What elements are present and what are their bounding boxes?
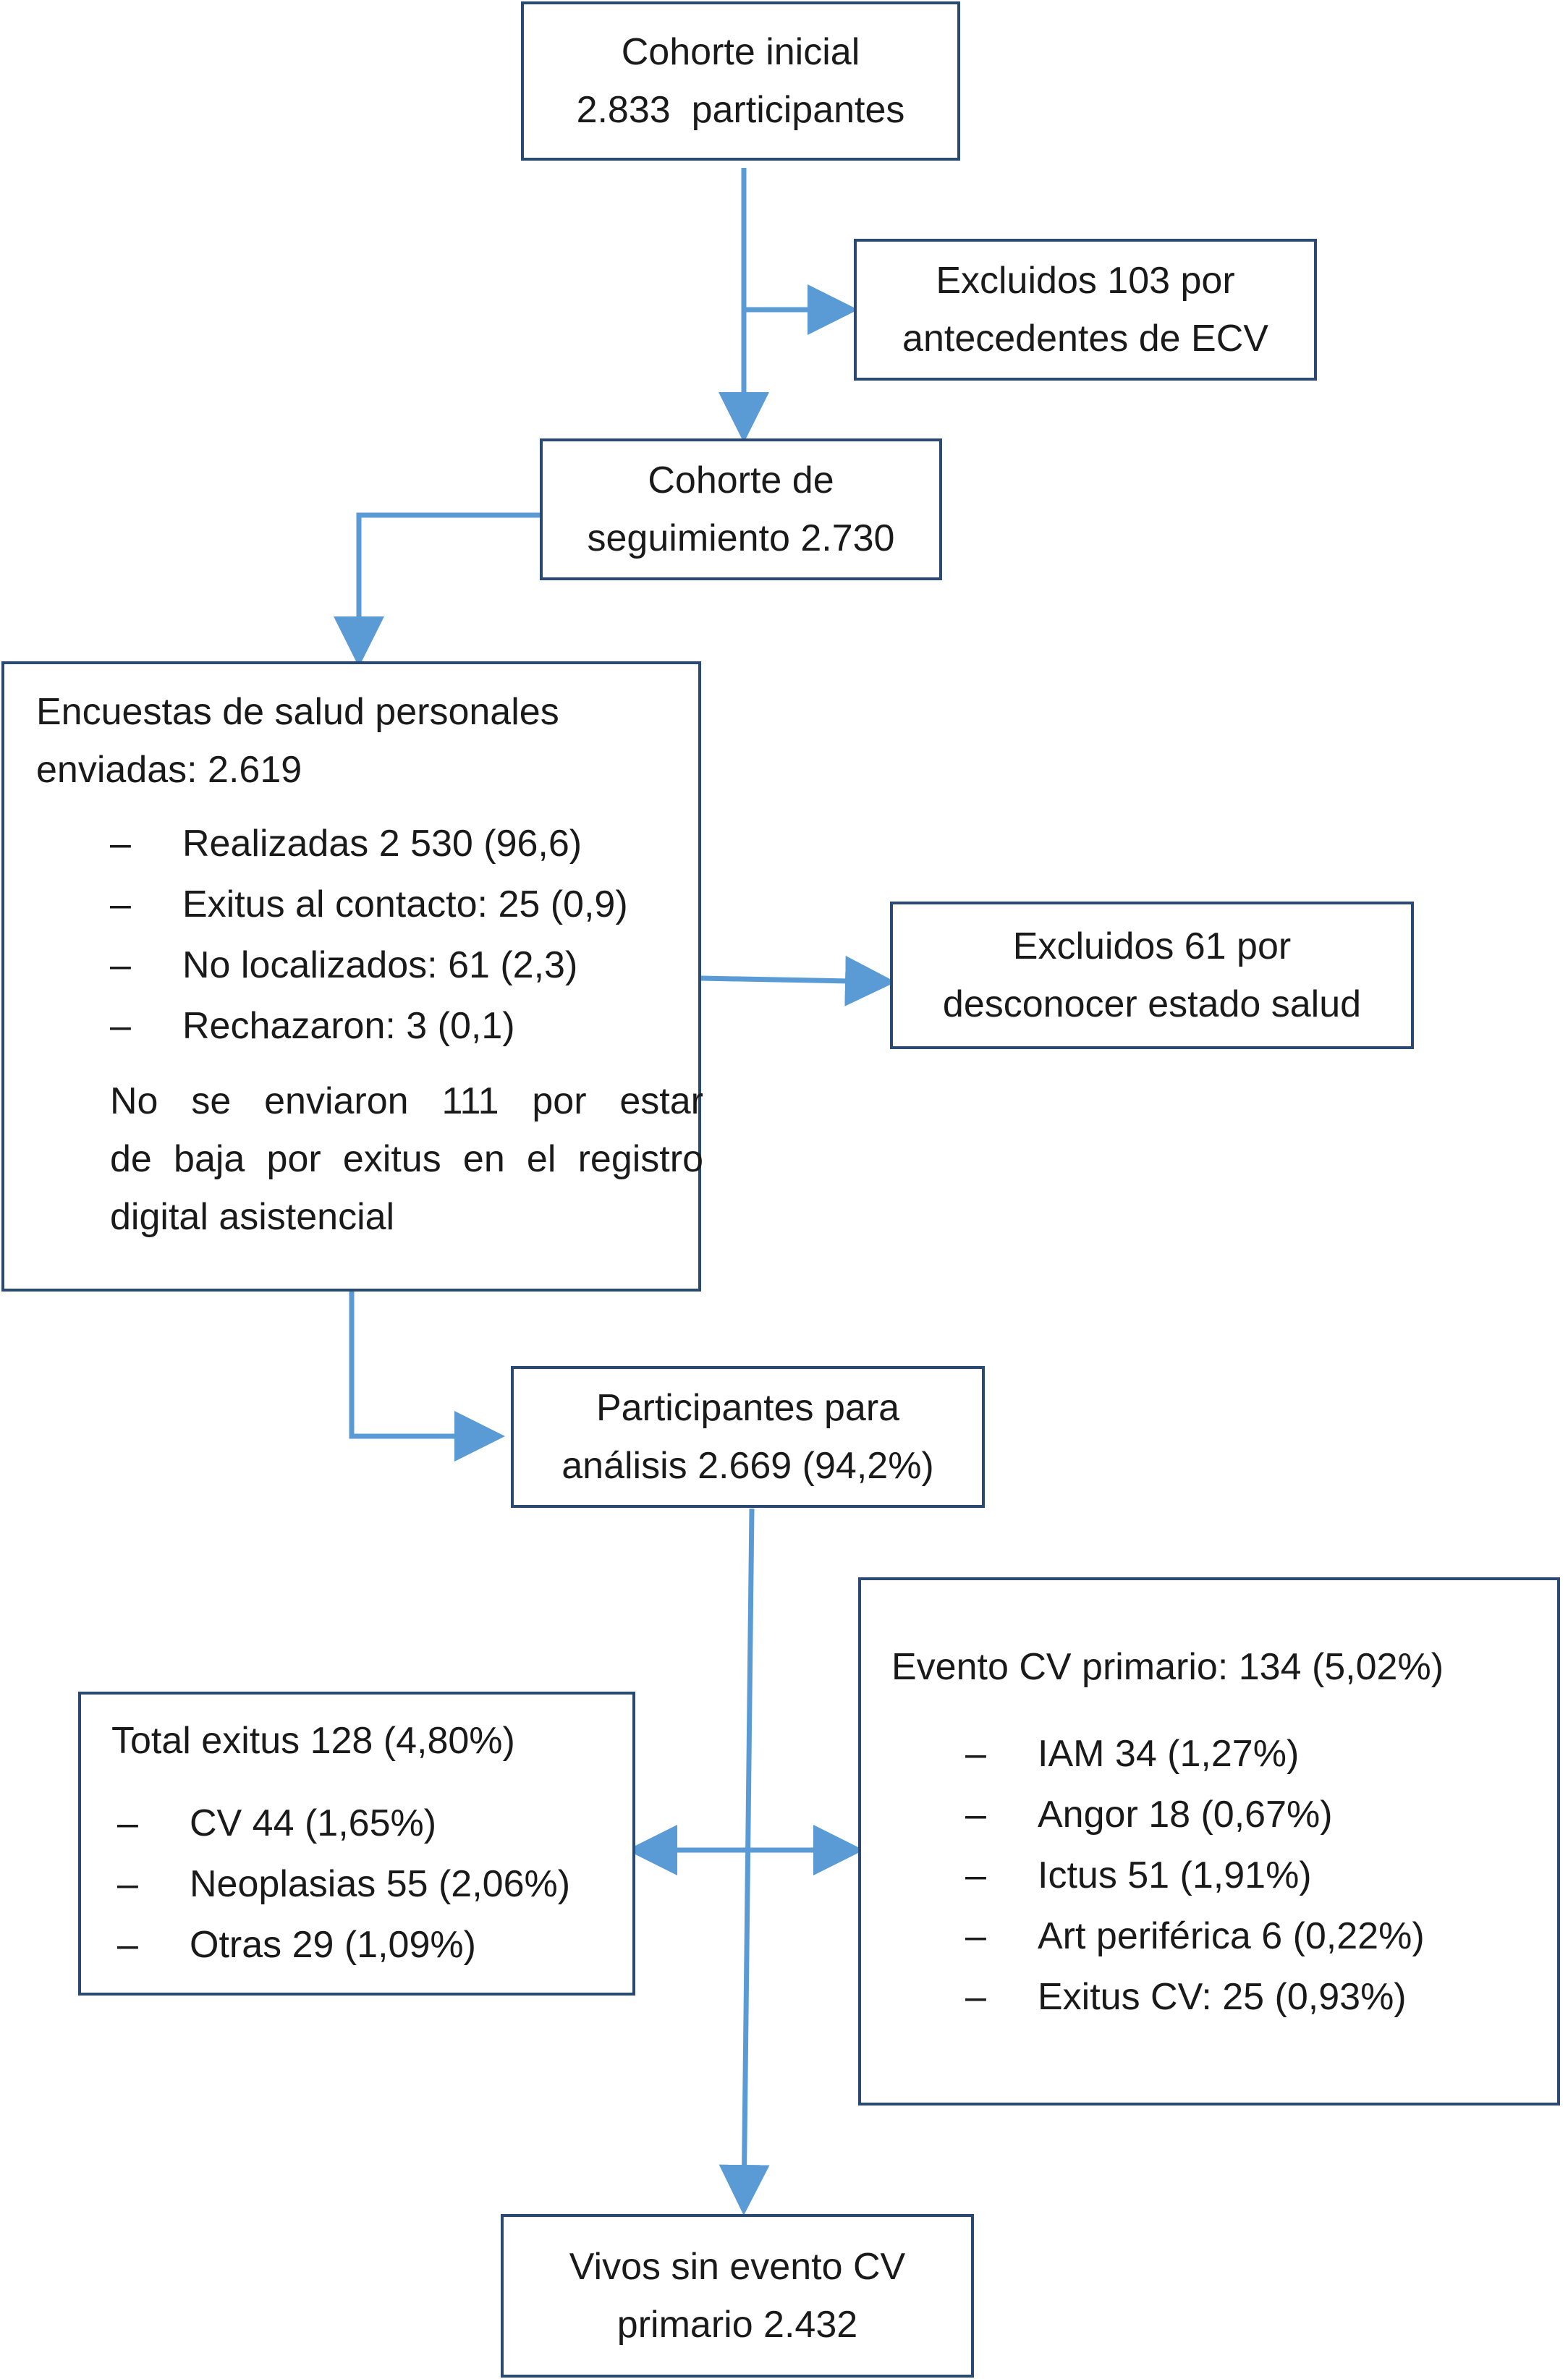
list-dash: – bbox=[965, 1733, 986, 1775]
arrow-to-excluded-health bbox=[700, 955, 896, 1006]
followup-cohort-line1: Cohorte de bbox=[648, 459, 834, 501]
list-dash: – bbox=[110, 944, 131, 986]
analysis-line1: Participantes para bbox=[596, 1387, 900, 1429]
list-dash: – bbox=[965, 1854, 986, 1896]
list-item: – Ictus 51 (1,91%) bbox=[965, 1845, 1535, 1906]
arrow-followup-to-surveys bbox=[334, 512, 540, 667]
excluded-health-line2: desconocer estado salud bbox=[942, 983, 1362, 1025]
list-item: – Realizadas 2 530 (96,6) bbox=[110, 813, 669, 874]
list-dash: – bbox=[965, 1915, 986, 1957]
list-item-text: Ictus 51 (1,91%) bbox=[1038, 1854, 1312, 1896]
cv-event-box: Evento CV primario: 134 (5,02%) – IAM 34 … bbox=[858, 1577, 1560, 2106]
list-item-text: Rechazaron: 3 (0,1) bbox=[182, 1005, 515, 1047]
list-dash: – bbox=[117, 1863, 138, 1905]
surveys-box: Encuestas de salud personales enviadas: … bbox=[1, 661, 703, 1292]
list-item-text: IAM 34 (1,27%) bbox=[1038, 1733, 1300, 1775]
list-dash: – bbox=[117, 1924, 138, 1966]
followup-cohort-line2: seguimiento 2.730 bbox=[587, 517, 895, 559]
list-item-text: No localizados: 61 (2,3) bbox=[182, 944, 578, 986]
list-dash: – bbox=[110, 1005, 131, 1047]
surveys-title-line2: enviadas: 2.619 bbox=[36, 749, 302, 791]
list-item: – Rechazaron: 3 (0,1) bbox=[110, 996, 669, 1056]
followup-cohort-box: Cohorte de seguimiento 2.730 bbox=[540, 438, 942, 580]
list-item-text: Exitus CV: 25 (0,93%) bbox=[1038, 1976, 1407, 2018]
cv-event-list: – IAM 34 (1,27%) – Angor 18 (0,67%) – Ictus… bbox=[891, 1723, 1535, 2027]
alive-line2: primario 2.432 bbox=[616, 2304, 858, 2346]
list-dash: – bbox=[965, 1794, 986, 1836]
list-item-text: Neoplasias 55 (2,06%) bbox=[190, 1863, 571, 1905]
total-deaths-list: – CV 44 (1,65%) – Neoplasias 55 (2,06%) – O… bbox=[111, 1793, 611, 1975]
list-item-text: Realizadas 2 530 (96,6) bbox=[182, 823, 582, 865]
analysis-box: Participantes para análisis 2.669 (94,2%… bbox=[511, 1366, 985, 1508]
excluded-ecv-line2: antecedentes de ECV bbox=[902, 318, 1268, 360]
list-item: – Art periférica 6 (0,22%) bbox=[965, 1906, 1535, 1967]
list-item-text: CV 44 (1,65%) bbox=[190, 1802, 437, 1844]
total-deaths-title: Total exitus 128 (4,80%) bbox=[111, 1720, 515, 1762]
excluded-ecv-box: Excluidos 103 por antecedentes de ECV bbox=[854, 239, 1317, 381]
list-item: – CV 44 (1,65%) bbox=[117, 1793, 611, 1854]
surveys-note: No se enviaron 111 por estar de baja por… bbox=[36, 1072, 703, 1246]
list-dash: – bbox=[965, 1976, 986, 2018]
arrow-surveys-to-analysis bbox=[349, 1292, 505, 1462]
initial-cohort-line1: Cohorte inicial bbox=[621, 31, 860, 73]
surveys-note-line2: de baja por exitus en el registro bbox=[110, 1138, 703, 1180]
list-item: – Otras 29 (1,09%) bbox=[117, 1914, 611, 1975]
alive-line1: Vivos sin evento CV bbox=[569, 2246, 906, 2288]
total-deaths-box: Total exitus 128 (4,80%) – CV 44 (1,65%) … bbox=[78, 1692, 635, 1996]
list-dash: – bbox=[110, 823, 131, 865]
list-dash: – bbox=[110, 883, 131, 925]
surveys-title-line1: Encuestas de salud personales bbox=[36, 691, 559, 733]
arrow-analysis-to-alive bbox=[719, 1508, 770, 2215]
list-item-text: Exitus al contacto: 25 (0,9) bbox=[182, 883, 628, 925]
list-item-text: Art periférica 6 (0,22%) bbox=[1038, 1915, 1425, 1957]
excluded-health-box: Excluidos 61 por desconocer estado salud bbox=[890, 902, 1414, 1049]
surveys-note-line1: No se enviaron 111 por estar bbox=[110, 1080, 703, 1122]
list-item: – IAM 34 (1,27%) bbox=[965, 1723, 1535, 1784]
excluded-ecv-line1: Excluidos 103 por bbox=[936, 260, 1235, 302]
list-item: – Exitus al contacto: 25 (0,9) bbox=[110, 874, 669, 935]
surveys-note-line3: digital asistencial bbox=[110, 1196, 395, 1238]
excluded-health-line1: Excluidos 61 por bbox=[1012, 925, 1292, 967]
surveys-list: – Realizadas 2 530 (96,6) – Exitus al cont… bbox=[36, 813, 669, 1056]
list-item: – Angor 18 (0,67%) bbox=[965, 1784, 1535, 1845]
list-item: – No localizados: 61 (2,3) bbox=[110, 935, 669, 996]
analysis-line2: análisis 2.669 (94,2%) bbox=[561, 1445, 934, 1487]
alive-no-event-box: Vivos sin evento CV primario 2.432 bbox=[501, 2214, 974, 2378]
initial-cohort-line2: 2.833 participantes bbox=[576, 89, 905, 131]
list-dash: – bbox=[117, 1802, 138, 1844]
initial-cohort-box: Cohorte inicial 2.833 participantes bbox=[521, 1, 960, 161]
list-item-text: Otras 29 (1,09%) bbox=[190, 1924, 476, 1966]
list-item: – Exitus CV: 25 (0,93%) bbox=[965, 1967, 1535, 2027]
cv-event-title: Evento CV primario: 134 (5,02%) bbox=[891, 1646, 1444, 1688]
list-item-text: Angor 18 (0,67%) bbox=[1038, 1794, 1333, 1836]
list-item: – Neoplasias 55 (2,06%) bbox=[117, 1854, 611, 1914]
